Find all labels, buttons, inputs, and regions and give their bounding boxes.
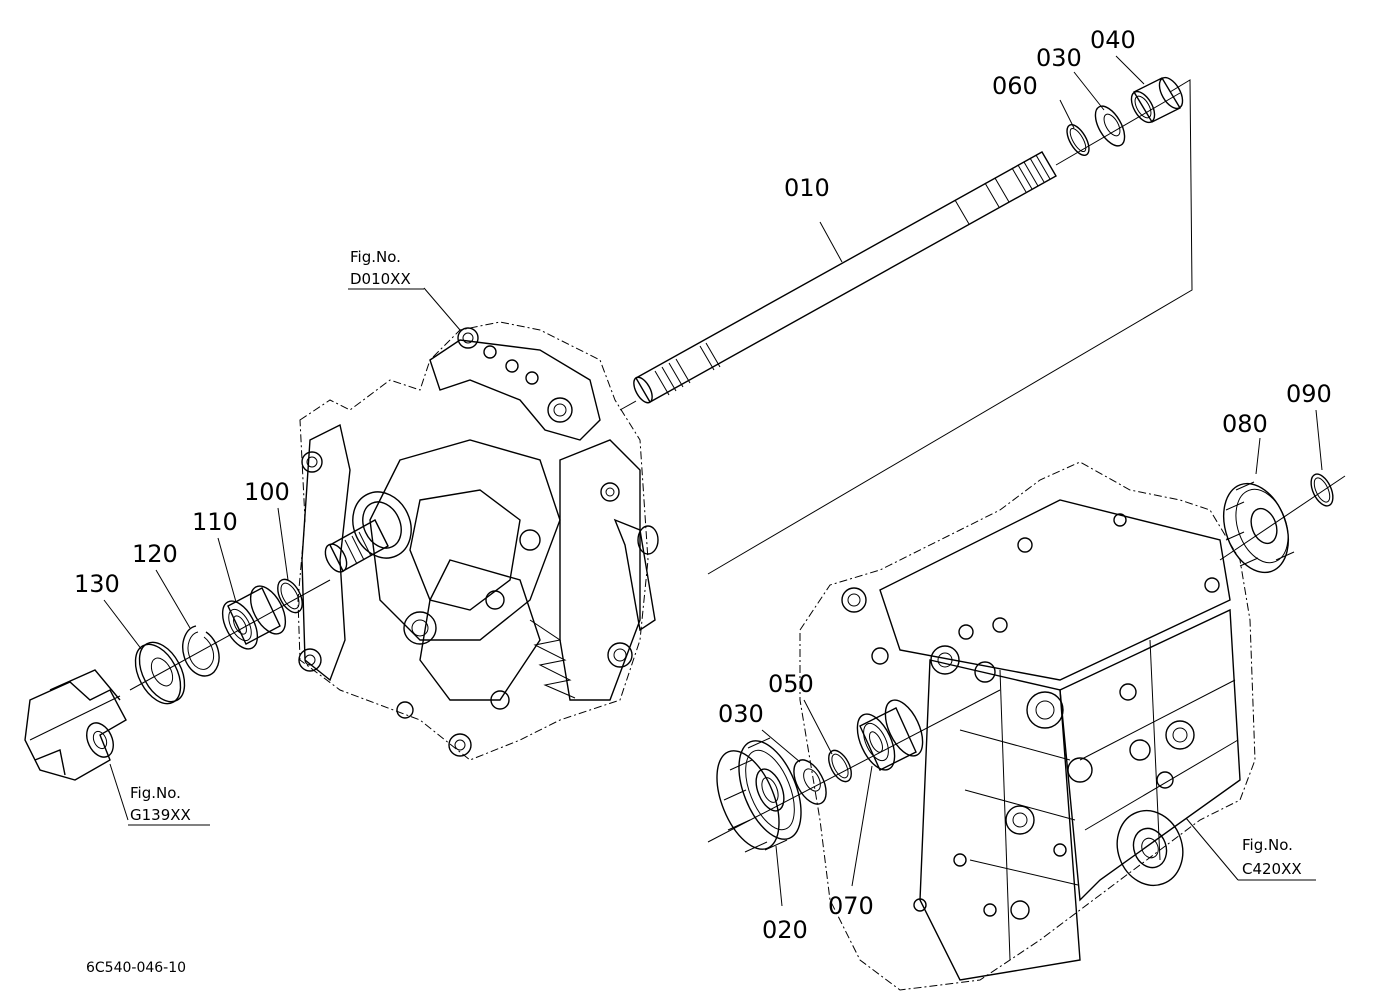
o-ring-100[interactable] [273,575,308,616]
snap-ring-060[interactable] [1063,121,1094,158]
label-060: 060 [992,72,1038,100]
oil-seal-130[interactable] [126,635,194,711]
label-030-top: 030 [1036,44,1082,72]
label-080: 080 [1222,410,1268,438]
fig-ref-c420xx-line1: Fig.No. [1242,836,1293,854]
universal-joint-g139xx [24,669,127,781]
washer-030-top[interactable] [1089,101,1130,150]
gear-020[interactable] [704,732,813,858]
part-numbers: 010 060 030 040 100 110 120 130 030 050 … [74,26,1332,944]
fig-ref-d010xx-line1: Fig.No. [350,248,401,266]
label-120: 120 [132,540,178,568]
figure-ref-g139xx[interactable]: Fig.No. G139XX [128,784,210,826]
fig-ref-g139xx-line2: G139XX [130,806,191,824]
label-030-bottom: 030 [718,700,764,728]
fig-ref-g139xx-line1: Fig.No. [130,784,181,802]
housing-d010xx [297,321,659,761]
label-090: 090 [1286,380,1332,408]
axis-lines [29,79,1346,843]
bearing-070[interactable] [850,694,931,775]
fig-ref-c420xx-line2: C420XX [1242,860,1302,878]
label-050: 050 [768,670,814,698]
label-110: 110 [192,508,238,536]
housing-c420xx [799,461,1256,991]
snap-ring-120[interactable] [182,625,220,677]
shaft-010[interactable] [630,151,1057,406]
label-040: 040 [1090,26,1136,54]
figure-ref-d010xx[interactable]: Fig.No. D010XX [348,248,424,290]
fig-ref-d010xx-line2: D010XX [350,270,411,288]
label-020: 020 [762,916,808,944]
diagram-id: 6C540-046-10 [86,960,186,976]
label-100: 100 [244,478,290,506]
snap-ring-050[interactable] [824,747,856,785]
leader-lines [103,55,1323,907]
gear-080[interactable] [1212,475,1300,582]
bushing-040[interactable] [1127,74,1188,126]
figure-ref-c420xx[interactable]: Fig.No. C420XX [1238,836,1316,881]
snap-ring-090[interactable] [1307,471,1338,509]
label-070: 070 [828,892,874,920]
label-010: 010 [784,174,830,202]
bearing-110[interactable] [215,580,292,654]
label-130: 130 [74,570,120,598]
